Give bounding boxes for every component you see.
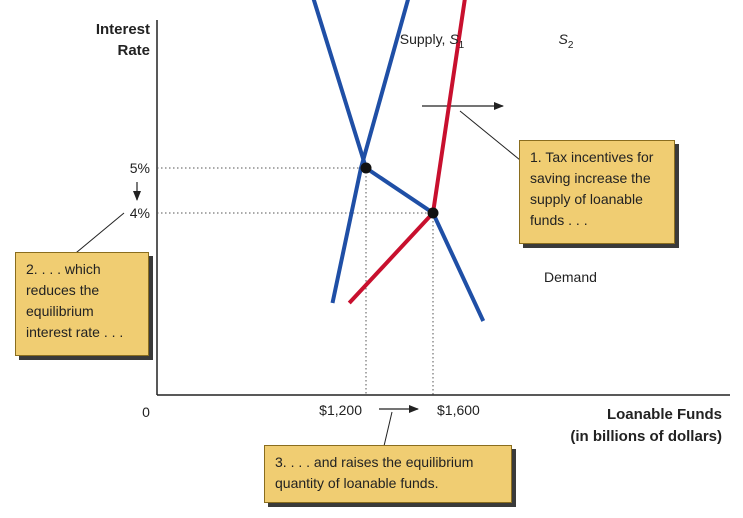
equilibrium-point xyxy=(360,162,372,174)
y-tick-label: 5% xyxy=(130,160,150,176)
callout-2-line-2: reduces the xyxy=(26,282,100,298)
curve-label: S2 xyxy=(559,31,574,51)
curve-label: Supply, S1 xyxy=(400,31,465,51)
curve-label: Demand xyxy=(544,269,597,285)
equilibrium-point xyxy=(427,207,439,219)
y-axis-title-line-2: Rate xyxy=(117,42,150,59)
callout-2-line-1: 2. . . . which xyxy=(26,261,101,277)
callout-1-line-3: supply of loanable xyxy=(530,191,643,207)
x-axis-title-line-1: Loanable Funds xyxy=(607,406,722,423)
x-tick-label: $1,600 xyxy=(437,402,480,418)
origin-label: 0 xyxy=(142,404,150,420)
callout-1-line-1: 1. Tax incentives for xyxy=(530,149,654,165)
callout-3-pointer xyxy=(383,411,393,447)
callout-2-line-4: interest rate . . . xyxy=(26,324,124,340)
y-tick-label: 4% xyxy=(130,205,150,221)
callout-3-line-2: quantity of loanable funds. xyxy=(275,475,439,491)
callout-reduces-rate: 2. . . . which reduces the equilibrium i… xyxy=(15,252,149,356)
callout-raises-quantity: 3. . . . and raises the equilibrium quan… xyxy=(264,445,512,503)
callout-1-line-4: funds . . . xyxy=(530,212,588,228)
callout-1-pointer xyxy=(459,110,521,161)
callout-2-line-3: equilibrium xyxy=(26,303,94,319)
callout-3-line-1: 3. . . . and raises the equilibrium xyxy=(275,454,474,470)
callout-tax-incentives: 1. Tax incentives for saving increase th… xyxy=(519,140,675,244)
curve-demand xyxy=(311,0,486,322)
x-tick-label: $1,200 xyxy=(319,402,362,418)
y-axis-title-line-1: Interest xyxy=(96,21,150,38)
x-axis-title-line-2: (in billions of dollars) xyxy=(570,428,722,445)
callout-1-line-2: saving increase the xyxy=(530,170,651,186)
